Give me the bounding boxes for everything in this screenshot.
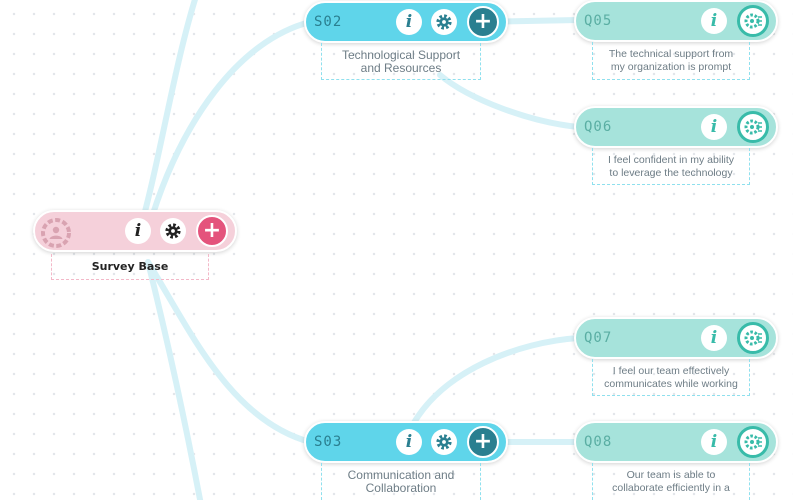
question-options-button[interactable] [737,322,769,354]
root-label: Survey Base [51,254,209,280]
section-label: Communication and Collaboration [321,463,481,500]
question-code: Q06 [584,119,613,135]
info-button[interactable]: i [701,8,727,34]
section-code: S02 [314,14,343,30]
question-node-q06[interactable]: Q06 i [574,106,778,148]
plus-icon: + [202,217,222,243]
question-options-button[interactable] [737,426,769,458]
question-type-icon [744,330,762,346]
question-text-line: I feel our team effectively [612,365,730,377]
info-button[interactable]: i [701,429,727,455]
question-text-line: I feel confident in my ability [607,154,735,166]
question-text-line: communicates while working [604,377,738,390]
gear-icon [436,434,452,450]
section-label-line: and Resources [360,61,442,75]
section-node-s03[interactable]: S03 i + [304,421,508,463]
gear-icon [436,14,452,30]
question-text-line: to leverage the technology [609,166,733,179]
question-type-icon [744,434,762,450]
question-text: The technical support from my organizati… [592,42,750,80]
section-label-line: Technological Support [341,48,461,62]
question-text: Our team is able to collaborate efficien… [592,463,750,500]
question-text: I feel our team effectively communicates… [592,359,750,396]
question-code: Q05 [584,13,613,29]
info-button[interactable]: i [396,9,422,35]
question-code: Q07 [584,330,613,346]
info-button[interactable]: i [125,218,151,244]
info-icon: i [710,116,718,137]
question-text-line: collaborate efficiently in a [612,481,730,494]
add-child-button[interactable]: + [196,215,228,247]
settings-button[interactable] [431,9,457,35]
section-code: S03 [314,434,343,450]
add-child-button[interactable]: + [467,6,499,38]
question-text-line: Our team is able to [626,469,716,481]
info-button[interactable]: i [701,114,727,140]
add-child-button[interactable]: + [467,426,499,458]
question-node-q08[interactable]: Q08 i [574,421,778,463]
plus-icon: + [473,8,493,34]
question-node-q05[interactable]: Q05 i [574,0,778,42]
info-icon: i [134,220,142,241]
question-code: Q08 [584,434,613,450]
root-node[interactable]: i + [33,210,237,252]
question-node-q07[interactable]: Q07 i [574,317,778,359]
info-button[interactable]: i [396,429,422,455]
settings-button[interactable] [160,218,186,244]
question-text-line: my organization is prompt [610,60,732,73]
settings-button[interactable] [431,429,457,455]
section-label-line: Communication and [347,468,455,482]
info-icon: i [710,10,718,31]
gear-icon [165,223,181,239]
section-label-line: Collaboration [365,481,437,495]
survey-base-icon [41,218,71,248]
plus-icon: + [473,428,493,454]
info-icon: i [710,327,718,348]
info-icon: i [405,431,413,452]
section-label: Technological Support and Resources [321,43,481,80]
question-type-icon [744,13,762,29]
question-options-button[interactable] [737,5,769,37]
question-options-button[interactable] [737,111,769,143]
question-text-line: The technical support from [608,48,734,60]
section-node-s02[interactable]: S02 i + [304,1,508,43]
info-icon: i [710,431,718,452]
question-text: I feel confident in my ability to levera… [592,148,750,185]
question-type-icon [744,119,762,135]
root-label-text: Survey Base [91,260,169,273]
info-button[interactable]: i [701,325,727,351]
info-icon: i [405,11,413,32]
